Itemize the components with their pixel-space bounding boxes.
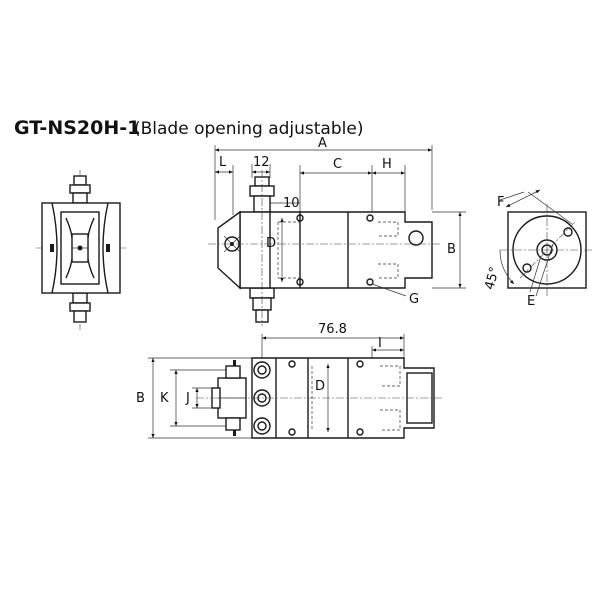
dim-label-L: L xyxy=(219,155,227,170)
plan-view: 76.8 I xyxy=(136,322,444,439)
dim-label-45deg: 45° xyxy=(482,265,502,291)
front-view: A L 12 C H 10 xyxy=(208,136,466,326)
left-end-view xyxy=(36,170,126,330)
dim-label-B: B xyxy=(447,242,456,257)
dim-label-D-plan: D xyxy=(315,379,325,394)
title-note: (Blade opening adjustable) xyxy=(134,119,363,139)
dim-label-F: F xyxy=(497,195,504,210)
model-title: GT-NS20H-1 xyxy=(14,117,140,139)
dim-label-C: C xyxy=(333,157,342,172)
right-end-view: F 45° E xyxy=(482,189,594,309)
dim-label-76-8: 76.8 xyxy=(318,322,347,337)
dim-label-D: D xyxy=(266,236,276,251)
dim-label-10: 10 xyxy=(283,196,300,211)
dim-label-I: I xyxy=(378,336,382,351)
dim-label-K: K xyxy=(160,391,169,406)
dim-label-A: A xyxy=(318,136,327,151)
dim-label-E: E xyxy=(527,294,535,309)
dim-label-12: 12 xyxy=(253,155,270,170)
dim-label-B-plan: B xyxy=(136,391,145,406)
dim-label-G: G xyxy=(409,292,419,307)
dim-label-J: J xyxy=(185,391,190,406)
dim-label-H: H xyxy=(382,157,392,172)
